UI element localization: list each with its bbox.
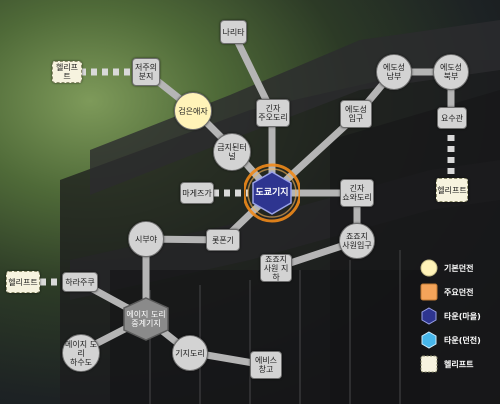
yellow-circle-icon (420, 259, 438, 277)
heliport-square-icon (420, 355, 438, 373)
location-zojoji-entrance[interactable]: 죠죠지 사원입구 (339, 223, 375, 259)
orange-square-icon (420, 283, 438, 301)
heliport-left[interactable]: 헬리프트 (6, 271, 40, 293)
relay-base-label: 에이지 도리 중계기지 (126, 310, 166, 328)
legend-town-dungeon: 타운(던전) (420, 330, 481, 350)
legend-heliport-label: 헬리프트 (444, 359, 474, 369)
location-forbidden-tunnel[interactable]: 금지된터널 (213, 133, 251, 171)
location-narita[interactable]: 나리타 (220, 20, 247, 44)
location-sewer[interactable]: 메이지 도리 하수도 (62, 334, 100, 372)
hub-label: 도쿄기지 (255, 187, 289, 198)
legend-basic-dungeon: 기본던전 (420, 258, 473, 278)
blue-hexagon-icon (420, 331, 438, 349)
legend-main-dungeon: 주요던전 (420, 282, 473, 302)
location-shibuya[interactable]: 시부야 (128, 221, 164, 257)
location-ginza-main[interactable]: 긴자 주오도리 (256, 99, 290, 127)
location-ginza-showa[interactable]: 긴자 쇼와도리 (340, 179, 374, 207)
legend-basic-dungeon-label: 기본던전 (444, 263, 474, 273)
location-express-warehouse[interactable]: 에비스 창고 (250, 351, 282, 379)
location-kiji-street[interactable]: 기지도리 (172, 335, 208, 371)
legend-heliport: 헬리프트 (420, 354, 473, 374)
legend-main-dungeon-label: 주요던전 (444, 287, 474, 297)
legend-town-dungeon-label: 타운(던전) (444, 335, 481, 345)
relay-base-hexagon-icon (123, 297, 169, 341)
location-relay-base[interactable]: 에이지 도리 중계기지 (121, 296, 171, 342)
location-kabukicho[interactable]: 검은애자 (174, 92, 212, 130)
heliport-right[interactable]: 헬리프트 (436, 178, 468, 202)
location-harajuku[interactable]: 하라주쿠 (62, 272, 98, 292)
location-roppongi[interactable]: 롯폰기 (206, 229, 240, 251)
location-zojoji-underground[interactable]: 죠죠지 사원 지하 (260, 254, 292, 282)
legend-town-village-label: 타운(마을) (444, 311, 481, 321)
heliport-top-left[interactable]: 헬리프트 (52, 61, 82, 83)
location-magatsu[interactable]: 마게즈가 (180, 182, 214, 204)
location-cursed-district[interactable]: 저주의 분지 (132, 58, 160, 86)
navy-hexagon-icon (420, 307, 438, 325)
location-edo-south[interactable]: 에도성 남부 (376, 54, 412, 90)
hub-tokyo-base[interactable]: 도쿄기지 (244, 163, 300, 223)
location-fortress[interactable]: 요수관 (437, 107, 467, 129)
hub-hexagon-icon (244, 163, 300, 223)
legend-town-village: 타운(마을) (420, 306, 481, 326)
location-edo-castle-entrance[interactable]: 에도성 입구 (340, 100, 372, 128)
location-edo-north[interactable]: 에도성 북부 (433, 54, 469, 90)
